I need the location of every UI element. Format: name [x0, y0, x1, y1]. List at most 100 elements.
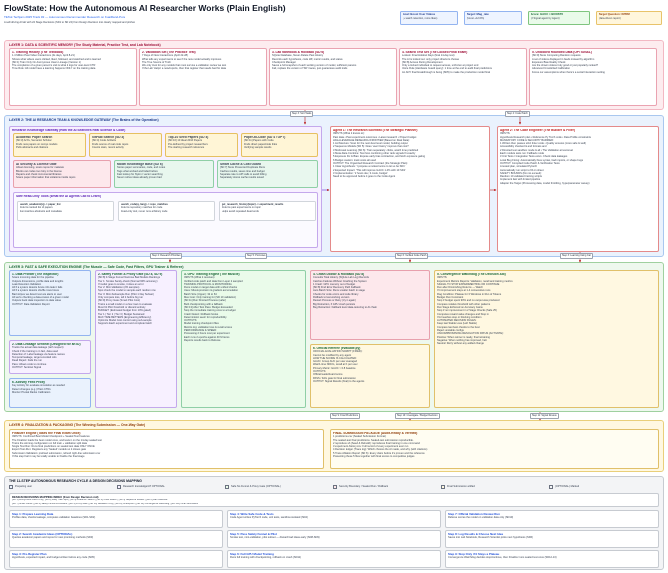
cycle-step-desc: Saves into Lab Notebook, Research Scient… [448, 536, 533, 540]
gateway-card-6-line: Tags what worked and failed before [117, 169, 158, 173]
layer3-card-8-title: 6. Official Referee (evaluate.py) [313, 346, 361, 350]
agent2-line: 3 Unit Tests / Integration Tests exist •… [500, 155, 568, 159]
agent2-line: MANDATORY CODE & SECURITY BARRIER: [500, 138, 554, 142]
agent-1-research-scientist: Agent 1: The Research Scientist (The Str… [330, 126, 490, 252]
arrow-label-9: Step 11: Signal Review [530, 413, 559, 419]
layer3-card-3-line: Crash Detect: Rollback hooks [184, 312, 219, 316]
cycle-step-desc: Queries academic papers and repos for ne… [12, 536, 94, 540]
cycle-step-title: Step 1: Prepare Learning Data [12, 512, 54, 516]
cycle-step-title: Step 7: Official Validation Review Run [448, 512, 500, 516]
layer1-card-1-line: Time Rule: All model have a learning hap… [12, 67, 96, 71]
agent1-line: 3 Implementation: '2 hours dev, 3 costs,… [333, 171, 388, 175]
layer1-card-1-line: The completion of a given person's visit… [12, 64, 96, 68]
agent1-line: 2 Expected Impact: 'This will improve GA… [333, 168, 406, 172]
layer3-card-8-line: Watch-time NDCG, recall at K per user [313, 363, 358, 367]
layer3-card-3-line: Max Cost: Only training for (SD 10 valid… [184, 296, 237, 300]
layer3-card-4-line: Checks for code errors and code library [313, 292, 359, 296]
agent2-line: A tested plan, simulated Pytorch [500, 165, 538, 169]
agent1-line: HIGH-LEVERAGE RESEARCH FRONTIER (Based o… [333, 138, 410, 142]
layer1-card-4-line: The AI is locked out: only project direc… [402, 57, 460, 61]
cycle-step-title: Step 6: Full GPU Model Training [230, 552, 274, 556]
layer3-card-1-line: OUTPUT: Data Validation Report [12, 302, 50, 306]
layer3-card-1-line: Bad stripes we detect test are alerts to… [12, 292, 62, 296]
package-line: Presenting these 5 files together with f… [333, 455, 415, 459]
layer3-card-6-line: Pass: Allows code to continue [12, 362, 47, 366]
layer3-card-5-line: Compare relative threshold with other pa… [437, 302, 491, 306]
layer3-card-3-line: Runs model on target data with unified c… [184, 286, 238, 290]
layer1-card-1-title: 1. Training History (The Textbook) [12, 50, 64, 54]
layer3-card-2-line: [SD 9] Proxy Gate (Smart Pilot Cost) [98, 299, 141, 303]
layer3-card-3-line: Each runs 2 epochs against 40 M items [184, 335, 230, 339]
gateway-card-7-line: [SD 7] Store Prevented Duplicate Runs [220, 166, 265, 170]
gateway-card-4: Paper-to-Code (SD 4 / OPT)[SD 11] Papers… [241, 133, 318, 157]
legend-swatch [333, 485, 337, 489]
layer3-card-8-line: OUTPUTS: [313, 370, 327, 374]
layer3-card-3-title: 3. GPU Training Engine (The Muscle) [184, 272, 240, 276]
layer3-card-3-line: OUTPUTS: [184, 319, 198, 323]
safe-tool-signature: search_academic(q) -> paper_list [19, 203, 61, 206]
layer1-card-1-line: [SD 1] Train Only On Anonymous Users Lin… [12, 60, 81, 64]
layer1-card-4: 4. Sealed Test Set (The Locked Final Exa… [399, 48, 527, 106]
layer1-card-5: 5. Unlocked Rounded Data (OPTIONAL)[SD 9… [529, 48, 657, 106]
cycle-step-desc: Hypothesis, expected impact, and budget … [12, 556, 95, 560]
kpi-question: Target Question: KPRM (data-driven repor… [596, 11, 662, 25]
layer3-card-6-line: OUTPUT: Sentinel Signal [12, 366, 42, 370]
agent-2-code-engineer: Agent 2: The Code Engineer (The Builder … [497, 126, 659, 252]
layer3-card-1-line: All If a system detects future info leak… [12, 286, 63, 290]
final-submission-package: FINAL SUBMISSION PACKAGE (Audit-Ready & … [330, 429, 659, 469]
layer3-card-2-title: 2. Safety Funnel & Proxy Gate (SD 8, SD … [98, 272, 163, 276]
layer3-card-3-line: TRAINING PROTOCOL & MONITORING: [184, 282, 233, 286]
cycle-step-title: Step 5: Pass Safety Funnel & Pilot [230, 532, 277, 536]
layer3-card-2-line: Only compare loss, tell it before big ru… [98, 296, 143, 300]
layer3-card-8: 6. Official Referee (evaluate.py)OFFICIA… [310, 344, 430, 408]
layer3-card-8-line: Official leaderboard score [313, 373, 343, 377]
layer1-card-2: 2. Validation Set (The Practice Test)7 D… [139, 48, 267, 106]
gateway-card-2: GitHub Search (SD 3)[SD 4] Code Artifact… [89, 133, 162, 157]
layer3-card-4-line: [SD 8] Find Error Recovery Path Fallback [313, 286, 361, 290]
gateway-card-2-line: [SD 4] Code Artifacts [92, 139, 117, 143]
gateway-card-7-line: Separate rate to API calls to avoid bill… [220, 172, 267, 176]
gateway-card-1-line: Finds new papers on recsys models [16, 142, 58, 146]
package-line: The sealed-test final predictions. Seale… [333, 438, 414, 442]
layer3-card-3-line: [SD 11] Run Shorted Process (safer) [184, 299, 227, 303]
agent1-line: 1 Clear Hypothesis: 'I propose a ranked … [333, 165, 406, 169]
layer3-card-8-line: HOW THE SCORE IS CALCULATED: [313, 356, 357, 360]
cycle-step-desc: Convergence Watchdog decides stop/contin… [448, 556, 557, 560]
layer1-card-3-line: Saves a full snapshot of each working ve… [272, 64, 357, 68]
layer3-card-5-line: INPUTS: [437, 276, 448, 280]
cycle-step-desc: Runs full training with checkpointing, r… [230, 556, 302, 560]
agent2-line: Random 10 validated training scripts [500, 175, 542, 179]
layer3-card-7-line: Monitor Pivotal Ranks Calibration [12, 390, 51, 394]
layer1-card-4-line: Locked. Final Holdout Days (final 14-day… [402, 54, 455, 58]
legend-label: Final Submission artifact [447, 485, 476, 488]
gateway-card-3-title: Top-10 Seed Papers (SD 4) [168, 135, 209, 139]
finalizer-line: INPUTS: Confirmed Best Model Checkpoint … [12, 435, 90, 439]
layer1-card-2-line: 7 Days of New Interactions (April 22-28) [142, 54, 188, 58]
safe-tool-desc: Read-only tool, never runs arbitrary cod… [120, 209, 168, 213]
layer3-card-3-line: Metrics log: validation loss & recall sc… [184, 325, 233, 329]
safe-tools-panel: Safe Read-Only Tools (What the AI Agents… [13, 192, 318, 248]
layer3-card-5-line: Positive: When winner is ready, final re… [437, 335, 491, 339]
gateway-card-4-line: Finds direct paper/code links [244, 142, 278, 146]
layer3-card-4-title: 4. Crash Doctor & Rollback (SD 8) [313, 272, 365, 276]
layer3-card-1-title: 1. Data Profiler (The Inspector) [12, 272, 59, 276]
layer1-card-1-line: 1.4 Million Past Video Interactions (4s … [12, 54, 75, 58]
layer1-card-4-title: 4. Sealed Test Set (The Locked Final Exa… [402, 50, 468, 54]
gateway-card-3-line: The starting research reference [168, 145, 205, 149]
safe-tool-3: get_research_history(topic) -> experimen… [219, 201, 316, 221]
page-subtitle: TikTok Techjam 2025 Track #2 — Autonomou… [4, 16, 126, 19]
layer3-card-6-line: Dead Reject: Fails the run [12, 359, 42, 363]
cycle-step-title: Step 8: Log Results & Choose Next Idea [448, 532, 503, 536]
layer3-card-2-line: Tier 2: Mini-Validation (2% samples) [98, 286, 140, 290]
layer1-card-2-line: We only trust for any models that must s… [142, 64, 227, 68]
layer3-card-4-line: Bug Retraction: Fallback level data-rest… [313, 305, 377, 309]
layer1-card-1-line: Shows what videos users clicked, liked, … [12, 57, 101, 61]
finalizer-line: The Finalizer loads the best model once,… [12, 438, 102, 442]
layer3-card-5-line: Keep last Stable Loss (Left Stable) [437, 322, 477, 326]
layer3-card-5-line: Budget Run Constraint [437, 296, 464, 300]
agent1-line: Past data • Past experiment outcomes • L… [333, 135, 417, 139]
cycle-step-title: Step 3: Pre-Register Plan [12, 552, 47, 556]
